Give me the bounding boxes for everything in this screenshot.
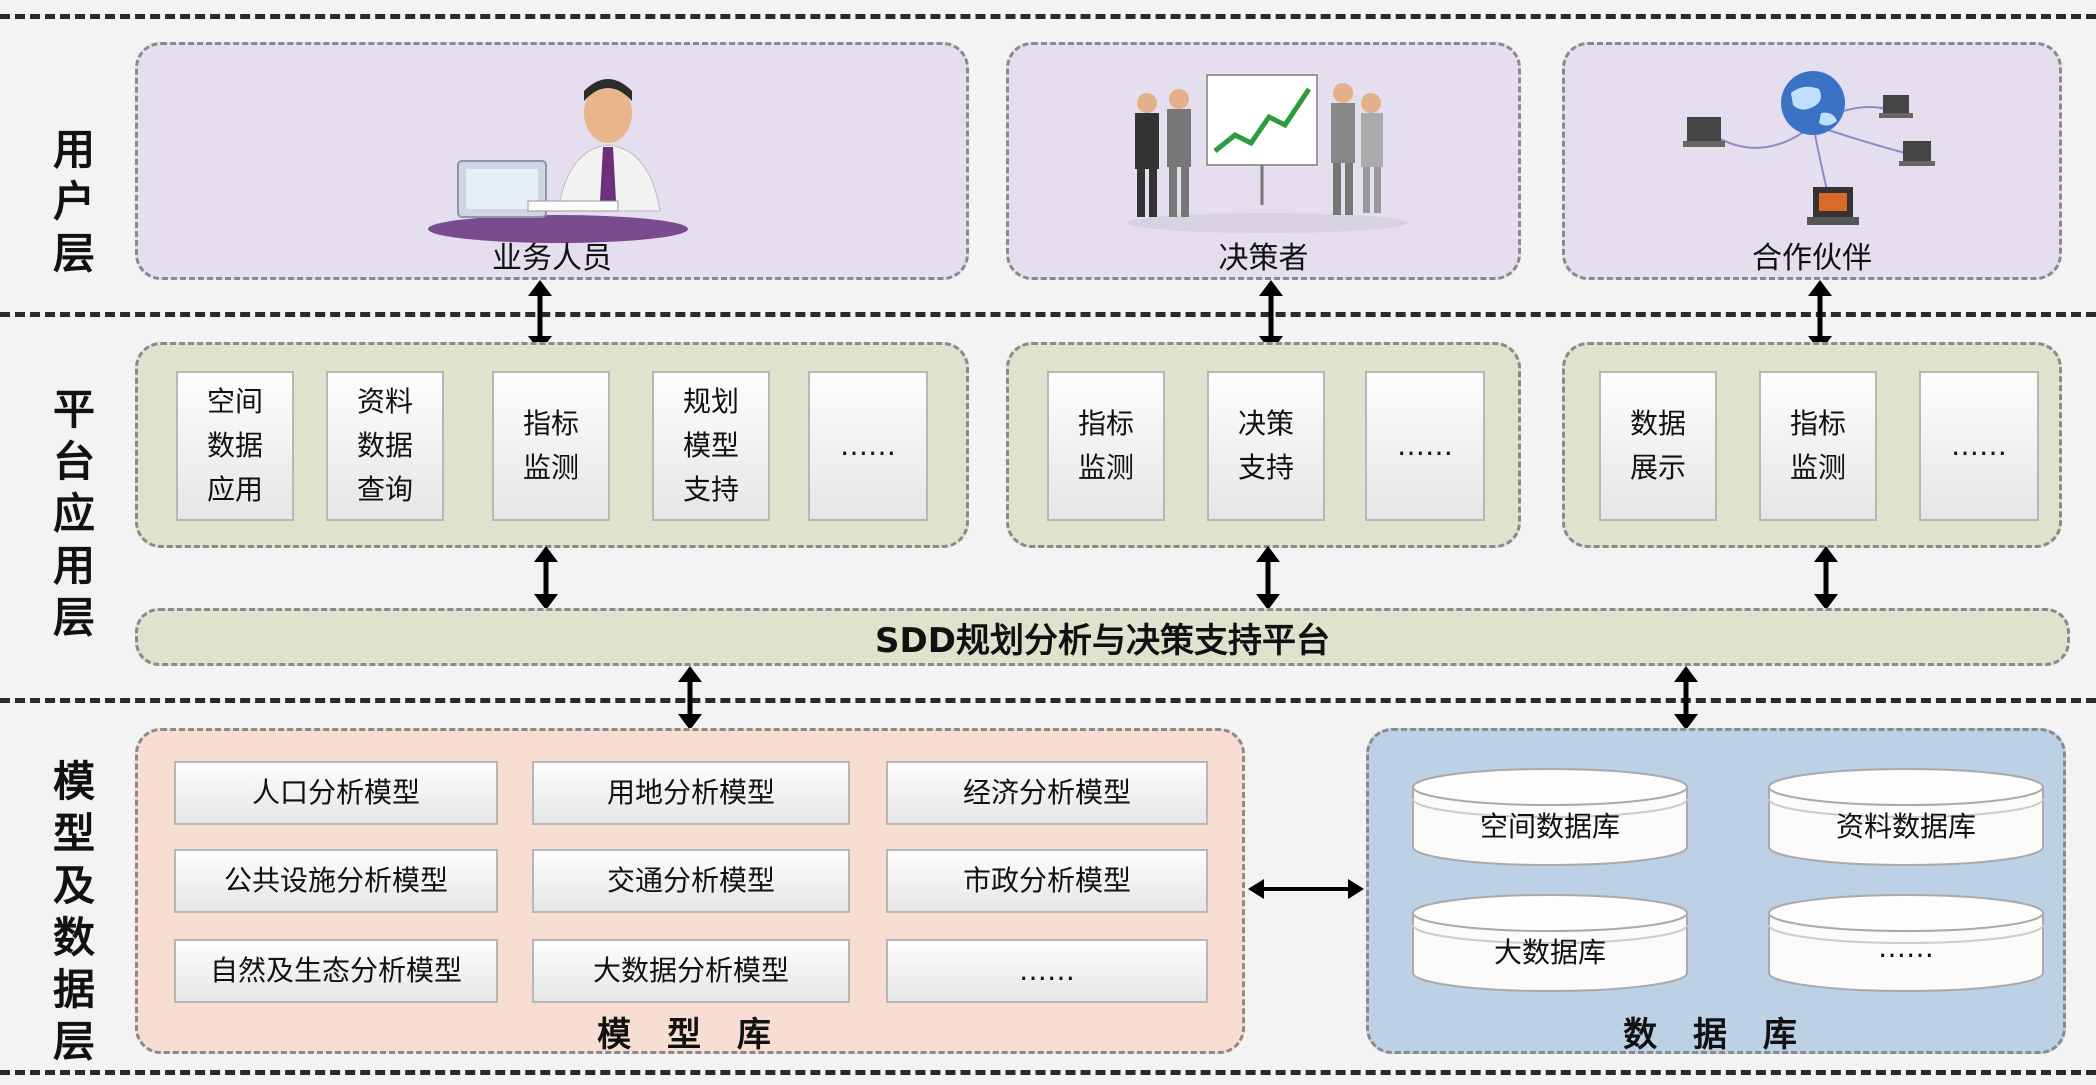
database-icon [1412,894,1688,992]
db-label-spatial: 空间数据库 [1479,810,1620,843]
model-card-municipal[interactable]: 市政分析模型 [886,849,1208,913]
arrow-platform-database [1674,666,1698,730]
user-panel-partner: 合作伙伴 [1562,42,2062,280]
database-title: 数 据 库 [1623,1015,1809,1055]
model-card-public-facilities[interactable]: 公共设施分析模型 [174,849,498,913]
app-panel-group-1: 空间 数据 应用 资料 数据 查询 指标 监测 规划 模型 支持 …… [135,342,969,548]
app-panel-group-2: 指标 监测 决策 支持 …… [1006,342,1521,548]
arrow-app-platform-2 [1256,546,1280,610]
sdd-platform-bar: SDD规划分析与决策支持平台 [135,608,2070,666]
model-card-economy[interactable]: 经济分析模型 [886,761,1208,825]
app-card-more[interactable]: …… [808,371,928,521]
model-card-ecology[interactable]: 自然及生态分析模型 [174,939,498,1003]
database-panel: 空间数据库 资料数据库 大数据库 …… 数 据 库 [1366,728,2066,1055]
business-staff-illustration [428,79,688,243]
arrow-app-platform-3 [1814,546,1838,610]
user-panel-decision-maker: 决策者 [1006,42,1521,280]
app-card-decision-support[interactable]: 决策 支持 [1207,371,1325,521]
db-label-more: …… [1878,931,1934,964]
db-reference[interactable]: 资料数据库 [1765,767,2047,867]
layer-label-platform: 平 台 应 用 层 [52,385,95,642]
caption-decision-maker: 决策者 [1218,241,1309,276]
model-library-panel: 人口分析模型 用地分析模型 经济分析模型 公共设施分析模型 交通分析模型 市政分… [135,728,1245,1055]
layer-label-model-data: 模 型 及 数 据 层 [52,757,95,1066]
db-big-data[interactable]: 大数据库 [1409,893,1691,993]
model-card-land-use[interactable]: 用地分析模型 [532,761,850,825]
app-card-spatial-data[interactable]: 空间 数据 应用 [176,371,294,521]
db-label-reference: 资料数据库 [1835,810,1976,843]
app-card-more-3[interactable]: …… [1919,371,2039,521]
divider-platform-data [0,698,2096,703]
app-card-more-2[interactable]: …… [1365,371,1485,521]
arrow-platform-model [678,666,702,730]
model-card-population[interactable]: 人口分析模型 [174,761,498,825]
divider-bottom [0,1070,2096,1075]
db-spatial[interactable]: 空间数据库 [1409,767,1691,867]
database-icon [1412,768,1688,866]
database-icon [1768,894,2044,992]
partner-network-illustration [1683,71,1935,225]
model-card-big-data[interactable]: 大数据分析模型 [532,939,850,1003]
app-card-indicator-monitoring-3[interactable]: 指标 监测 [1759,371,1877,521]
caption-business-staff: 业务人员 [492,241,612,276]
layer-label-user: 用 户 层 [52,125,95,278]
arrow-app-platform-1 [534,546,558,610]
app-card-data-query[interactable]: 资料 数据 查询 [326,371,444,521]
app-card-indicator-monitoring-2[interactable]: 指标 监测 [1047,371,1165,521]
model-library-title: 模 型 库 [597,1015,783,1055]
db-more[interactable]: …… [1765,893,2047,993]
caption-partner: 合作伙伴 [1752,241,1872,276]
user-panel-business-staff: 业务人员 [135,42,969,280]
model-card-more[interactable]: …… [886,939,1208,1003]
db-label-big-data: 大数据库 [1493,936,1606,969]
app-card-model-support[interactable]: 规划 模型 支持 [652,371,770,521]
app-card-indicator-monitoring[interactable]: 指标 监测 [492,371,610,521]
divider-top [0,14,2096,19]
divider-user-platform [0,312,2096,317]
app-panel-group-3: 数据 展示 指标 监测 …… [1562,342,2062,548]
arrow-model-database [1248,879,1364,899]
model-card-transport[interactable]: 交通分析模型 [532,849,850,913]
database-icon [1768,768,2044,866]
app-card-data-display[interactable]: 数据 展示 [1599,371,1717,521]
decision-maker-illustration [1127,74,1407,233]
